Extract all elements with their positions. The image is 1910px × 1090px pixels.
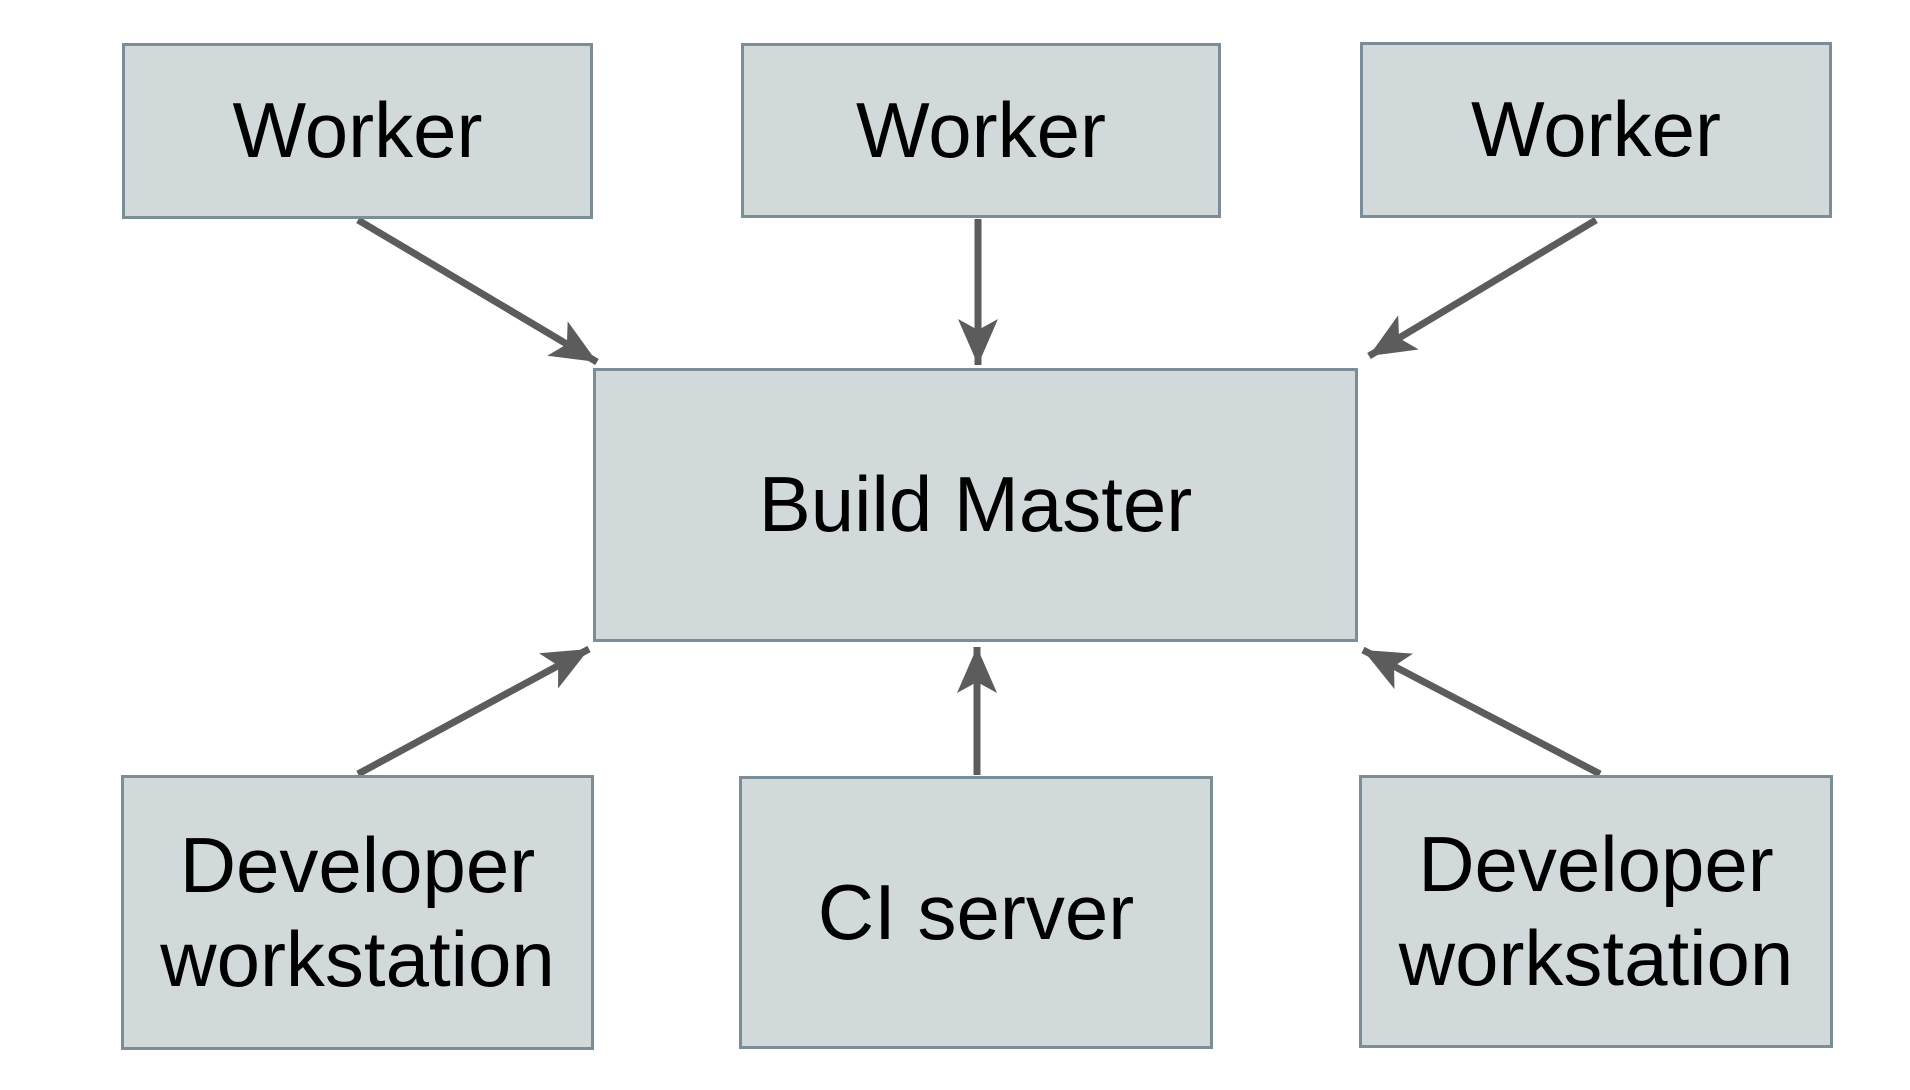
- node-label: Worker: [856, 85, 1106, 174]
- arrow-worker-3-to-build-master: [1367, 216, 1598, 360]
- node-worker-2: Worker: [741, 43, 1221, 218]
- node-worker-3: Worker: [1360, 42, 1832, 218]
- node-developer-workstation-right: Developer workstation: [1359, 775, 1833, 1048]
- node-build-master: Build Master: [593, 368, 1358, 642]
- node-ci-server: CI server: [739, 776, 1213, 1049]
- arrow-dev-workstation-2-to-build-master: [1361, 646, 1602, 778]
- node-label: Worker: [232, 86, 483, 175]
- node-worker-1: Worker: [122, 43, 593, 219]
- node-developer-workstation-left: Developer workstation: [121, 775, 594, 1050]
- arrow-worker-1-to-build-master: [356, 216, 599, 366]
- node-label: Build Master: [758, 460, 1193, 549]
- node-label: Developer workstation: [160, 820, 555, 1003]
- node-label: Developer workstation: [1398, 819, 1794, 1002]
- arrow-dev-workstation-1-to-build-master: [356, 645, 591, 778]
- node-label: Worker: [1471, 85, 1721, 174]
- node-label: CI server: [817, 867, 1135, 956]
